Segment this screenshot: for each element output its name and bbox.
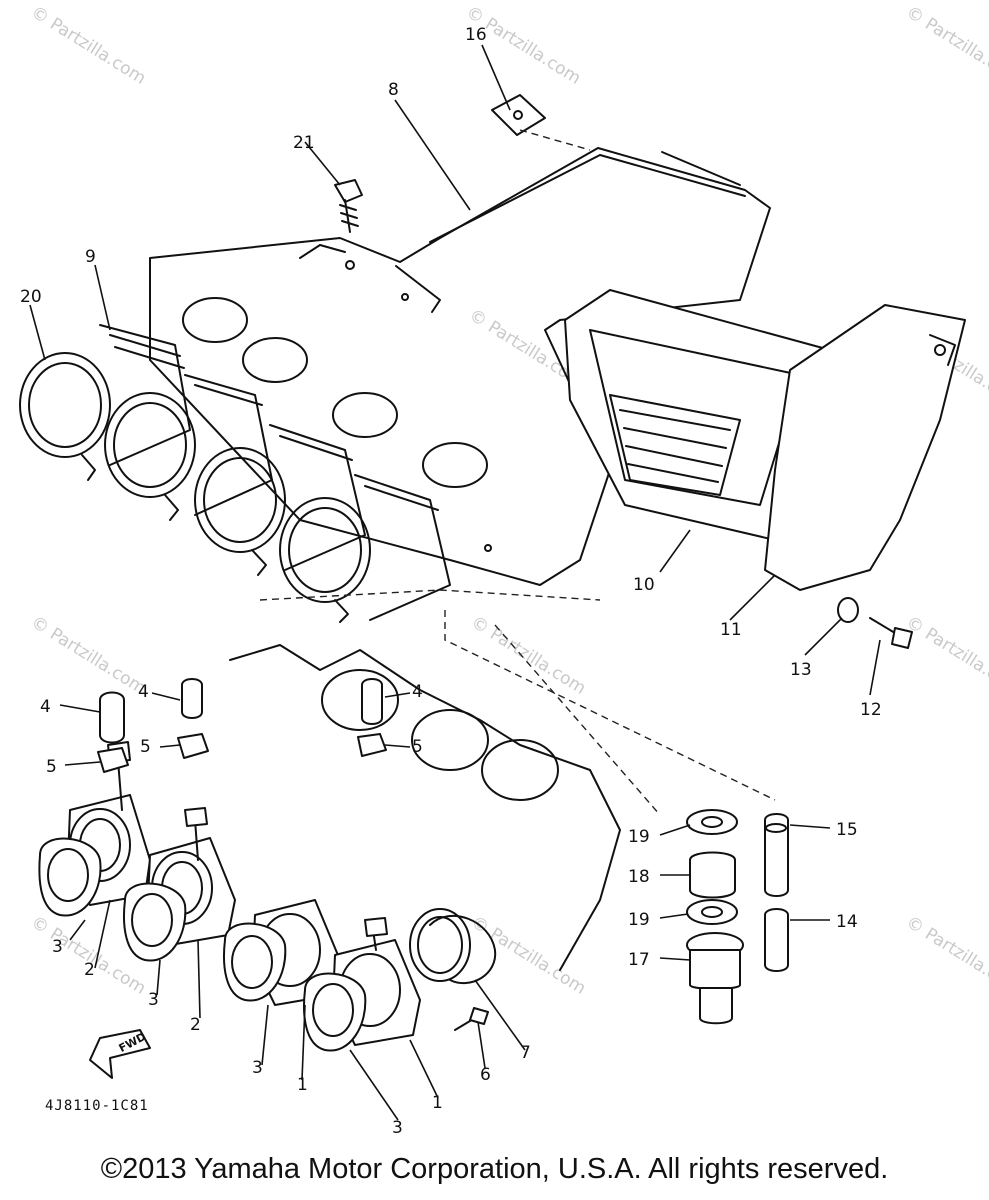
callout-16: 16 — [465, 25, 487, 45]
callout-3-a: 3 — [52, 937, 63, 957]
copyright-notice: ©2013 Yamaha Motor Corporation, U.S.A. A… — [100, 1153, 889, 1185]
callout-2-b: 2 — [190, 1015, 201, 1035]
clamp-7 — [429, 915, 497, 985]
air-box-case — [149, 147, 771, 586]
watermark: © Partzilla.com — [467, 912, 589, 998]
callout-19-upper: 19 — [628, 827, 650, 847]
cap-4-left — [99, 691, 125, 744]
callout-6: 6 — [480, 1065, 491, 1085]
air-filter-cover — [764, 304, 966, 591]
callout-20: 20 — [20, 287, 42, 307]
washer-13 — [837, 597, 859, 623]
callout-3-c: 3 — [252, 1058, 263, 1078]
callout-15: 15 — [836, 820, 858, 840]
callout-17: 17 — [628, 950, 650, 970]
callout-7: 7 — [520, 1043, 531, 1063]
spacer-18 — [689, 851, 736, 899]
watermark: © Partzilla.com — [27, 2, 149, 88]
callout-12: 12 — [860, 700, 882, 720]
watermark: © Partzilla.com — [902, 912, 989, 998]
callout-10: 10 — [633, 575, 655, 595]
watermark: © Partzilla.com — [462, 2, 584, 88]
plug-19-upper — [686, 809, 738, 835]
callout-1-b: 1 — [432, 1093, 443, 1113]
plug-19-lower — [686, 899, 738, 925]
callout-14: 14 — [836, 912, 858, 932]
callout-13: 13 — [790, 660, 812, 680]
callout-4-middle: 4 — [138, 682, 149, 702]
callout-4-right: 4 — [412, 682, 423, 702]
callout-8: 8 — [388, 80, 399, 100]
cap-4-middle — [181, 678, 203, 719]
callout-5-left: 5 — [46, 757, 57, 777]
pipe-15 — [764, 813, 789, 897]
holder-5-left — [97, 747, 129, 773]
joint-17 — [686, 932, 744, 1025]
watermark: © Partzilla.com — [902, 612, 989, 698]
gasket-row — [38, 837, 367, 1052]
pipe-14 — [764, 908, 789, 972]
cap-16 — [491, 94, 591, 151]
holder-5-right — [357, 733, 387, 757]
diagram-code: 4J8110-1C81 — [45, 1098, 149, 1114]
holder-5-middle — [177, 733, 209, 759]
callout-4-left: 4 — [40, 697, 51, 717]
callout-9: 9 — [85, 247, 96, 267]
callouts: 16 8 21 9 20 10 11 13 12 4 4 4 5 5 5 19 … — [20, 25, 882, 1138]
watermark: © Partzilla.com — [902, 2, 989, 88]
intake-joint-row — [19, 324, 451, 623]
callout-3-d: 3 — [392, 1118, 403, 1138]
callout-5-middle: 5 — [140, 737, 151, 757]
watermark: © Partzilla.com — [467, 612, 589, 698]
bolt-12 — [869, 617, 913, 649]
callout-3-b: 3 — [148, 990, 159, 1010]
fwd-arrow-icon — [89, 1029, 151, 1079]
callout-2-a: 2 — [84, 960, 95, 980]
callout-5-right: 5 — [412, 737, 423, 757]
callout-1-a: 1 — [297, 1075, 308, 1095]
carburetor-joint-group — [229, 589, 776, 971]
bolt-21 — [334, 179, 363, 233]
callout-21: 21 — [293, 133, 315, 153]
callout-18: 18 — [628, 867, 650, 887]
screw-6 — [454, 1007, 489, 1031]
watermark: © Partzilla.com — [27, 612, 149, 698]
callout-11: 11 — [720, 620, 742, 640]
callout-19-lower: 19 — [628, 910, 650, 930]
cap-4-right — [361, 678, 383, 725]
leader-lines — [29, 44, 881, 1121]
